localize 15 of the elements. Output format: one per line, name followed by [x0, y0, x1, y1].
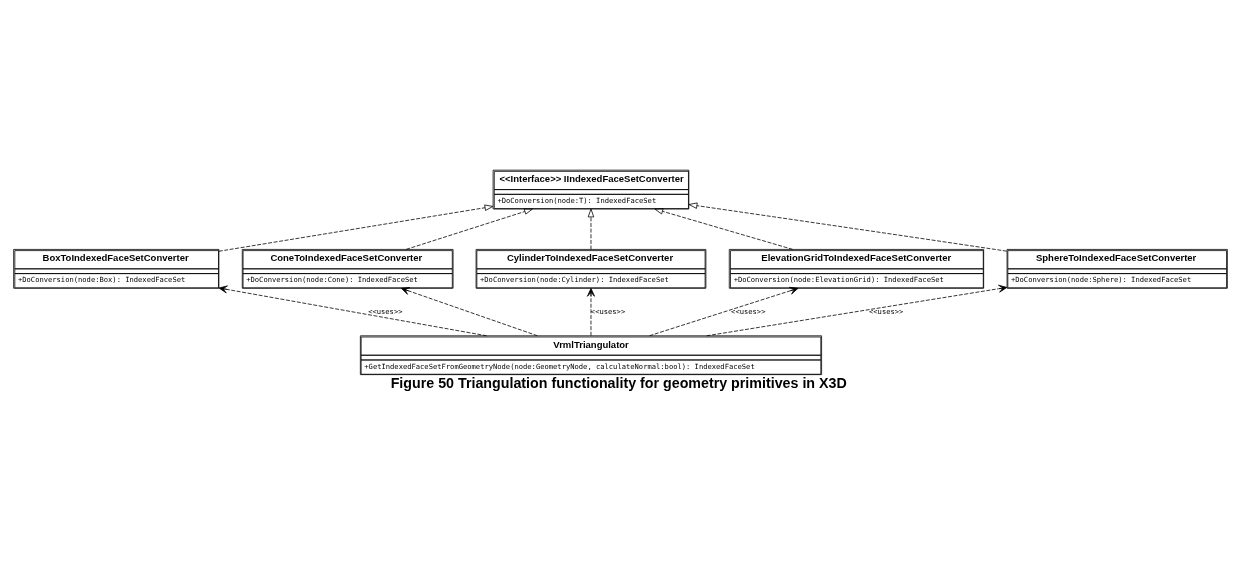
arrow — [649, 286, 799, 337]
arrow — [405, 208, 533, 250]
arrow — [587, 288, 595, 336]
edge-label: <<uses>> — [368, 306, 403, 316]
arrow — [218, 285, 487, 337]
arrow — [587, 208, 595, 250]
caption: Figure 50 Triangulation functionality for geometry primitives in X3D — [390, 375, 847, 392]
arrow — [706, 284, 1008, 337]
edge-label: <<uses>> — [731, 306, 766, 316]
arrow — [400, 287, 538, 337]
arrow — [218, 204, 494, 252]
edge-label: <<uses>> — [869, 306, 904, 316]
arrow — [688, 202, 1008, 252]
arrow — [654, 208, 793, 250]
edge-label: <<uses>> — [590, 306, 626, 316]
